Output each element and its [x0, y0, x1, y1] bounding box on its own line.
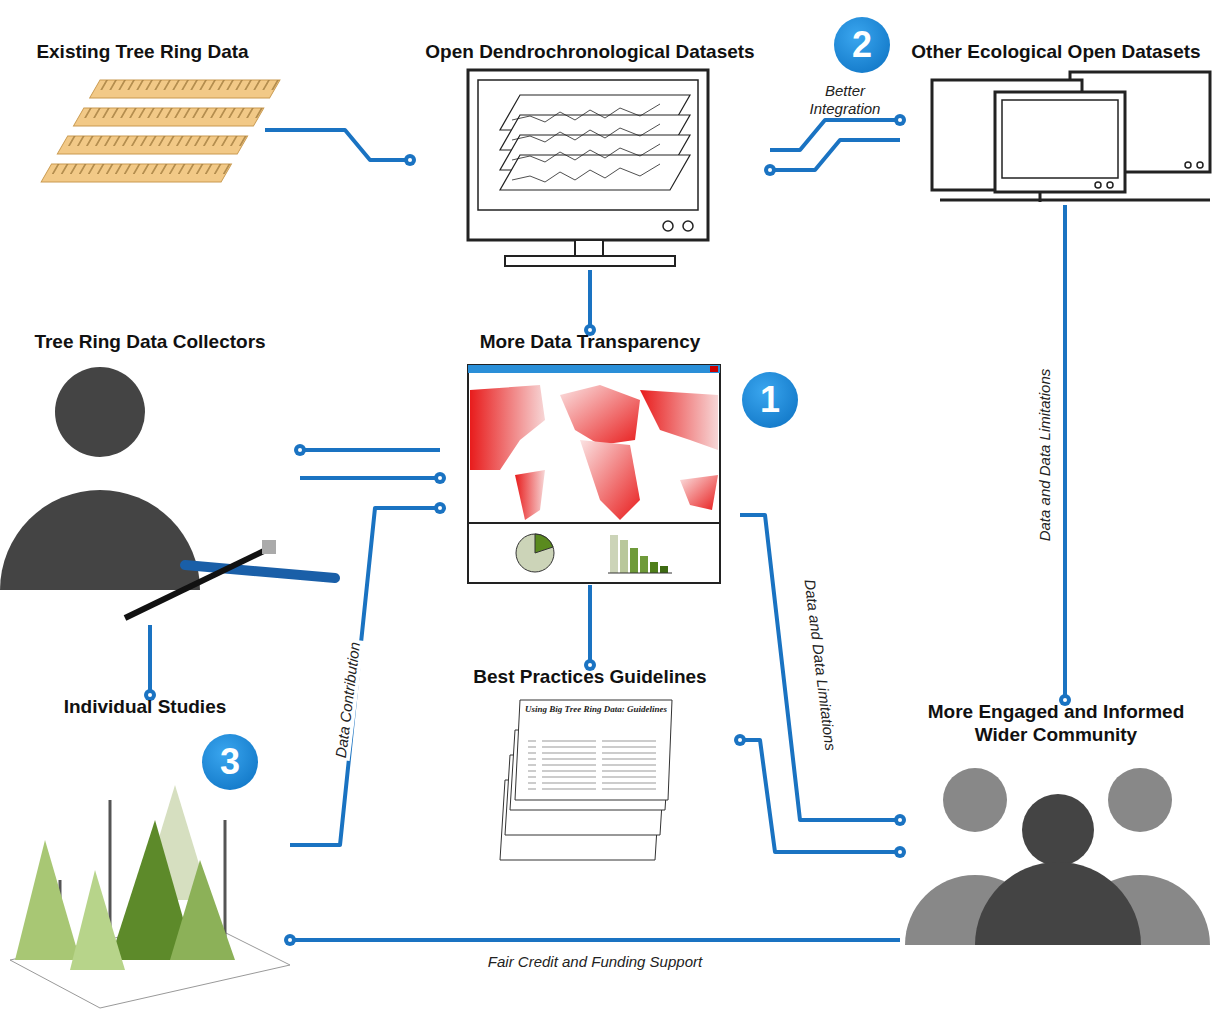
- edge-label: Fair Credit and Funding Support: [486, 953, 704, 971]
- connector-end-dot: [898, 850, 902, 854]
- connector: [290, 938, 900, 942]
- connector-end-dot: [294, 444, 306, 456]
- connector: [770, 140, 900, 170]
- monitors: [932, 72, 1210, 202]
- tree-cores: [41, 80, 280, 182]
- node-heading: Best Practices Guidelines: [440, 665, 740, 688]
- connector-end-dot: [404, 154, 416, 166]
- edge-label: Data and Data Limitations: [800, 576, 839, 753]
- connector-end-dot: [284, 934, 296, 946]
- people-group: [905, 768, 1210, 945]
- connector: [588, 585, 592, 665]
- diagram-node: Best Practices Guidelines: [440, 665, 740, 865]
- edge-label: Data and Data Limitations: [1036, 367, 1054, 544]
- connector-end-dot: [894, 814, 906, 826]
- trees: [10, 785, 290, 1008]
- connector: [300, 448, 440, 452]
- diagram-node: More Engaged and Informed Wider Communit…: [900, 700, 1212, 950]
- connector-end-dot: [768, 168, 772, 172]
- connector: [1063, 205, 1067, 700]
- connector-end-dot: [438, 506, 442, 510]
- connector-end-dot: [894, 846, 906, 858]
- connector-end-dot: [438, 476, 442, 480]
- node-heading: Tree Ring Data Collectors: [0, 330, 300, 353]
- connector: [290, 508, 440, 845]
- connector-end-dot: [734, 734, 746, 746]
- connector-end-dot: [408, 158, 412, 162]
- connector-end-dot: [898, 118, 902, 122]
- node-heading: More Engaged and Informed Wider Communit…: [900, 700, 1212, 746]
- connector-end-dot: [764, 164, 776, 176]
- connector: [740, 740, 900, 852]
- connector: [265, 130, 410, 160]
- connector-end-dot: [434, 472, 446, 484]
- node-heading: Other Ecological Open Datasets: [900, 40, 1212, 63]
- node-heading: More Data Transparency: [440, 330, 740, 353]
- node-heading: Open Dendrochronological Datasets: [410, 40, 770, 63]
- callout-number: 3: [202, 734, 258, 790]
- connector: [588, 270, 592, 330]
- document-stack: [500, 700, 672, 860]
- connector-end-dot: [898, 818, 902, 822]
- diagram-node: More Data Transparency: [440, 330, 740, 585]
- connector-end-dot: [288, 938, 292, 942]
- document-title: Using Big Tree Ring Data: Guidelines: [521, 704, 671, 715]
- connector: [300, 476, 440, 480]
- edge-label: Better Integration: [798, 82, 892, 118]
- diagram-node: Open Dendrochronological Datasets: [410, 40, 770, 270]
- callout-number: 2: [834, 17, 890, 73]
- map-window: [468, 365, 720, 583]
- node-heading: Existing Tree Ring Data: [20, 40, 265, 63]
- diagram-node: Other Ecological Open Datasets: [900, 40, 1212, 205]
- diagram-node: Existing Tree Ring Data: [20, 40, 265, 205]
- person-with-corer: [0, 367, 335, 618]
- edge-label: Data Contribution: [332, 639, 365, 761]
- connector-end-dot: [298, 448, 302, 452]
- connector-end-dot: [894, 114, 906, 126]
- connector-end-dot: [434, 502, 446, 514]
- callout-number: 1: [742, 372, 798, 428]
- node-heading: Individual Studies: [0, 695, 290, 718]
- connector-end-dot: [738, 738, 742, 742]
- connector: [148, 625, 152, 695]
- monitor: [468, 70, 708, 266]
- diagram-node: Tree Ring Data Collectors: [0, 330, 300, 625]
